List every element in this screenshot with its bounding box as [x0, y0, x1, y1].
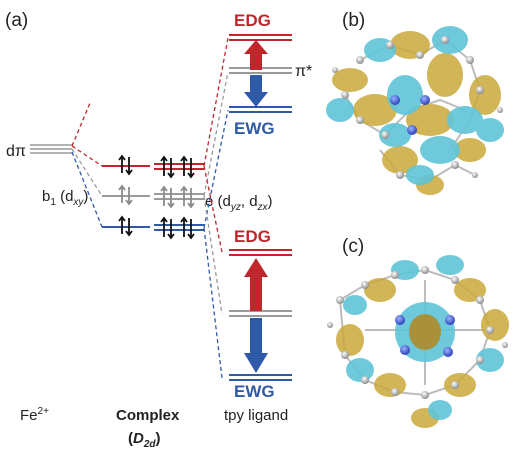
complex-b1-column — [102, 165, 150, 228]
d-pi-label: dπ — [6, 143, 26, 160]
complex-column-label: Complex — [116, 407, 180, 424]
edg-label-top: EDG — [234, 11, 271, 30]
ewg-label-bottom: EWG — [234, 382, 275, 401]
edg-arrow-top — [244, 40, 268, 70]
fe-dpi-levels — [30, 144, 72, 154]
complex-symmetry-label: (D2d) — [128, 430, 161, 450]
fe-center-lobe — [409, 314, 441, 350]
orbital-image-c — [327, 255, 509, 428]
ligand-top-levels — [229, 34, 292, 113]
panel-a-label: (a) — [5, 10, 28, 31]
electron-pairs — [118, 154, 195, 240]
e-label: e (dyz, dzx) — [205, 193, 273, 213]
pi-star-label: π* — [295, 63, 312, 80]
ligand-column-label: tpy ligand — [224, 407, 288, 424]
ewg-arrow-top — [244, 75, 268, 107]
complex-e-column — [154, 163, 204, 231]
orbital-image-b — [326, 26, 504, 195]
ewg-label-top: EWG — [234, 119, 275, 138]
edg-arrow-bottom — [244, 258, 268, 311]
b1-label: b1 (dxy) — [42, 188, 88, 208]
ligand-correlation-lines — [203, 37, 229, 379]
fe-column-label: Fe2+ — [20, 406, 49, 424]
edg-label-bottom: EDG — [234, 227, 271, 246]
ewg-arrow-bottom — [244, 318, 268, 373]
panel-b-label: (b) — [342, 10, 365, 31]
panel-c-label: (c) — [342, 236, 364, 257]
fe-correlation-lines — [71, 102, 103, 228]
